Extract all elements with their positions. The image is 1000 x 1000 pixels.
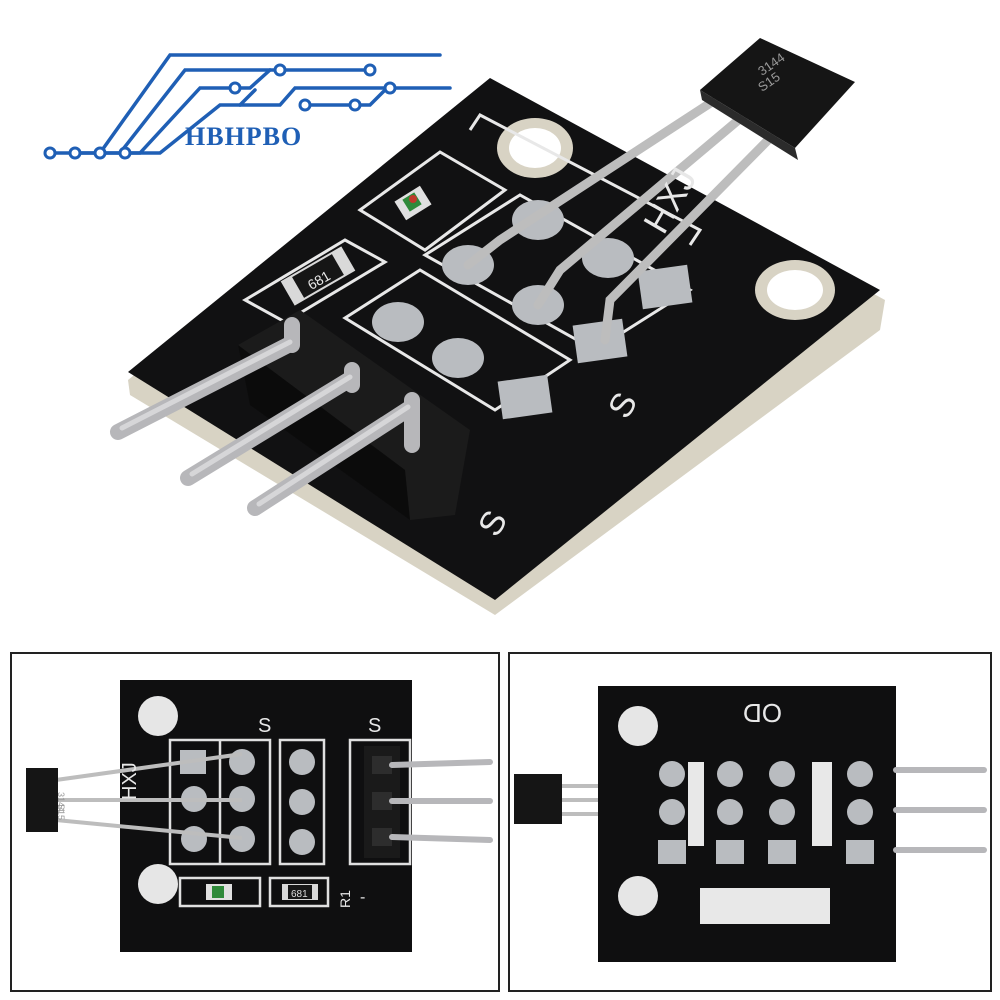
solder-pads [658,761,874,864]
silkscreen-outlines [241,113,703,412]
header-pins [389,759,493,843]
label-od: OD [743,698,782,728]
front-view-photo: 681 3144 S15 [26,680,493,952]
mounting-hole-icon [618,876,658,916]
label-hxj: HXJ [119,762,141,800]
resistor-icon [280,246,356,306]
resistor-marking: 681 [291,889,308,900]
mounting-hole-icon [497,118,573,178]
led-icon [394,185,432,221]
mounting-hole-icon [618,706,658,746]
hall-sensor-icon [514,774,562,824]
brand-name: HBHPBO [185,122,303,151]
front-view-panel: 681 3144 S15 [10,652,500,992]
header-pins [893,767,987,853]
mounting-hole-icon [755,260,835,320]
sensor-marking-2: S15 [56,804,66,820]
label-s-left: S [258,715,271,737]
led-icon [206,884,232,900]
mounting-hole-icon [138,696,178,736]
pin-header-icon [238,310,470,520]
sensor-marking-1: 3144 [56,792,66,812]
resistor-icon [282,884,318,900]
sensor-legs [55,752,243,840]
back-view-photo: OD [514,686,987,962]
hall-sensor-icon [700,38,855,160]
sensor-legs [463,95,785,345]
back-view-panel: OD [508,652,992,992]
label-s-right: S [368,715,381,737]
hall-sensor-icon [26,768,58,832]
label-r1: R1 [337,890,353,908]
sensor-legs [562,784,598,816]
main-module-photo: 681 3144 S15 S S HXJ [110,38,885,615]
label-minus: - [360,889,365,906]
circuit-trace-logo-icon [43,53,452,160]
brand-logo: HBHPBO [40,40,460,170]
mounting-hole-icon [138,864,178,904]
